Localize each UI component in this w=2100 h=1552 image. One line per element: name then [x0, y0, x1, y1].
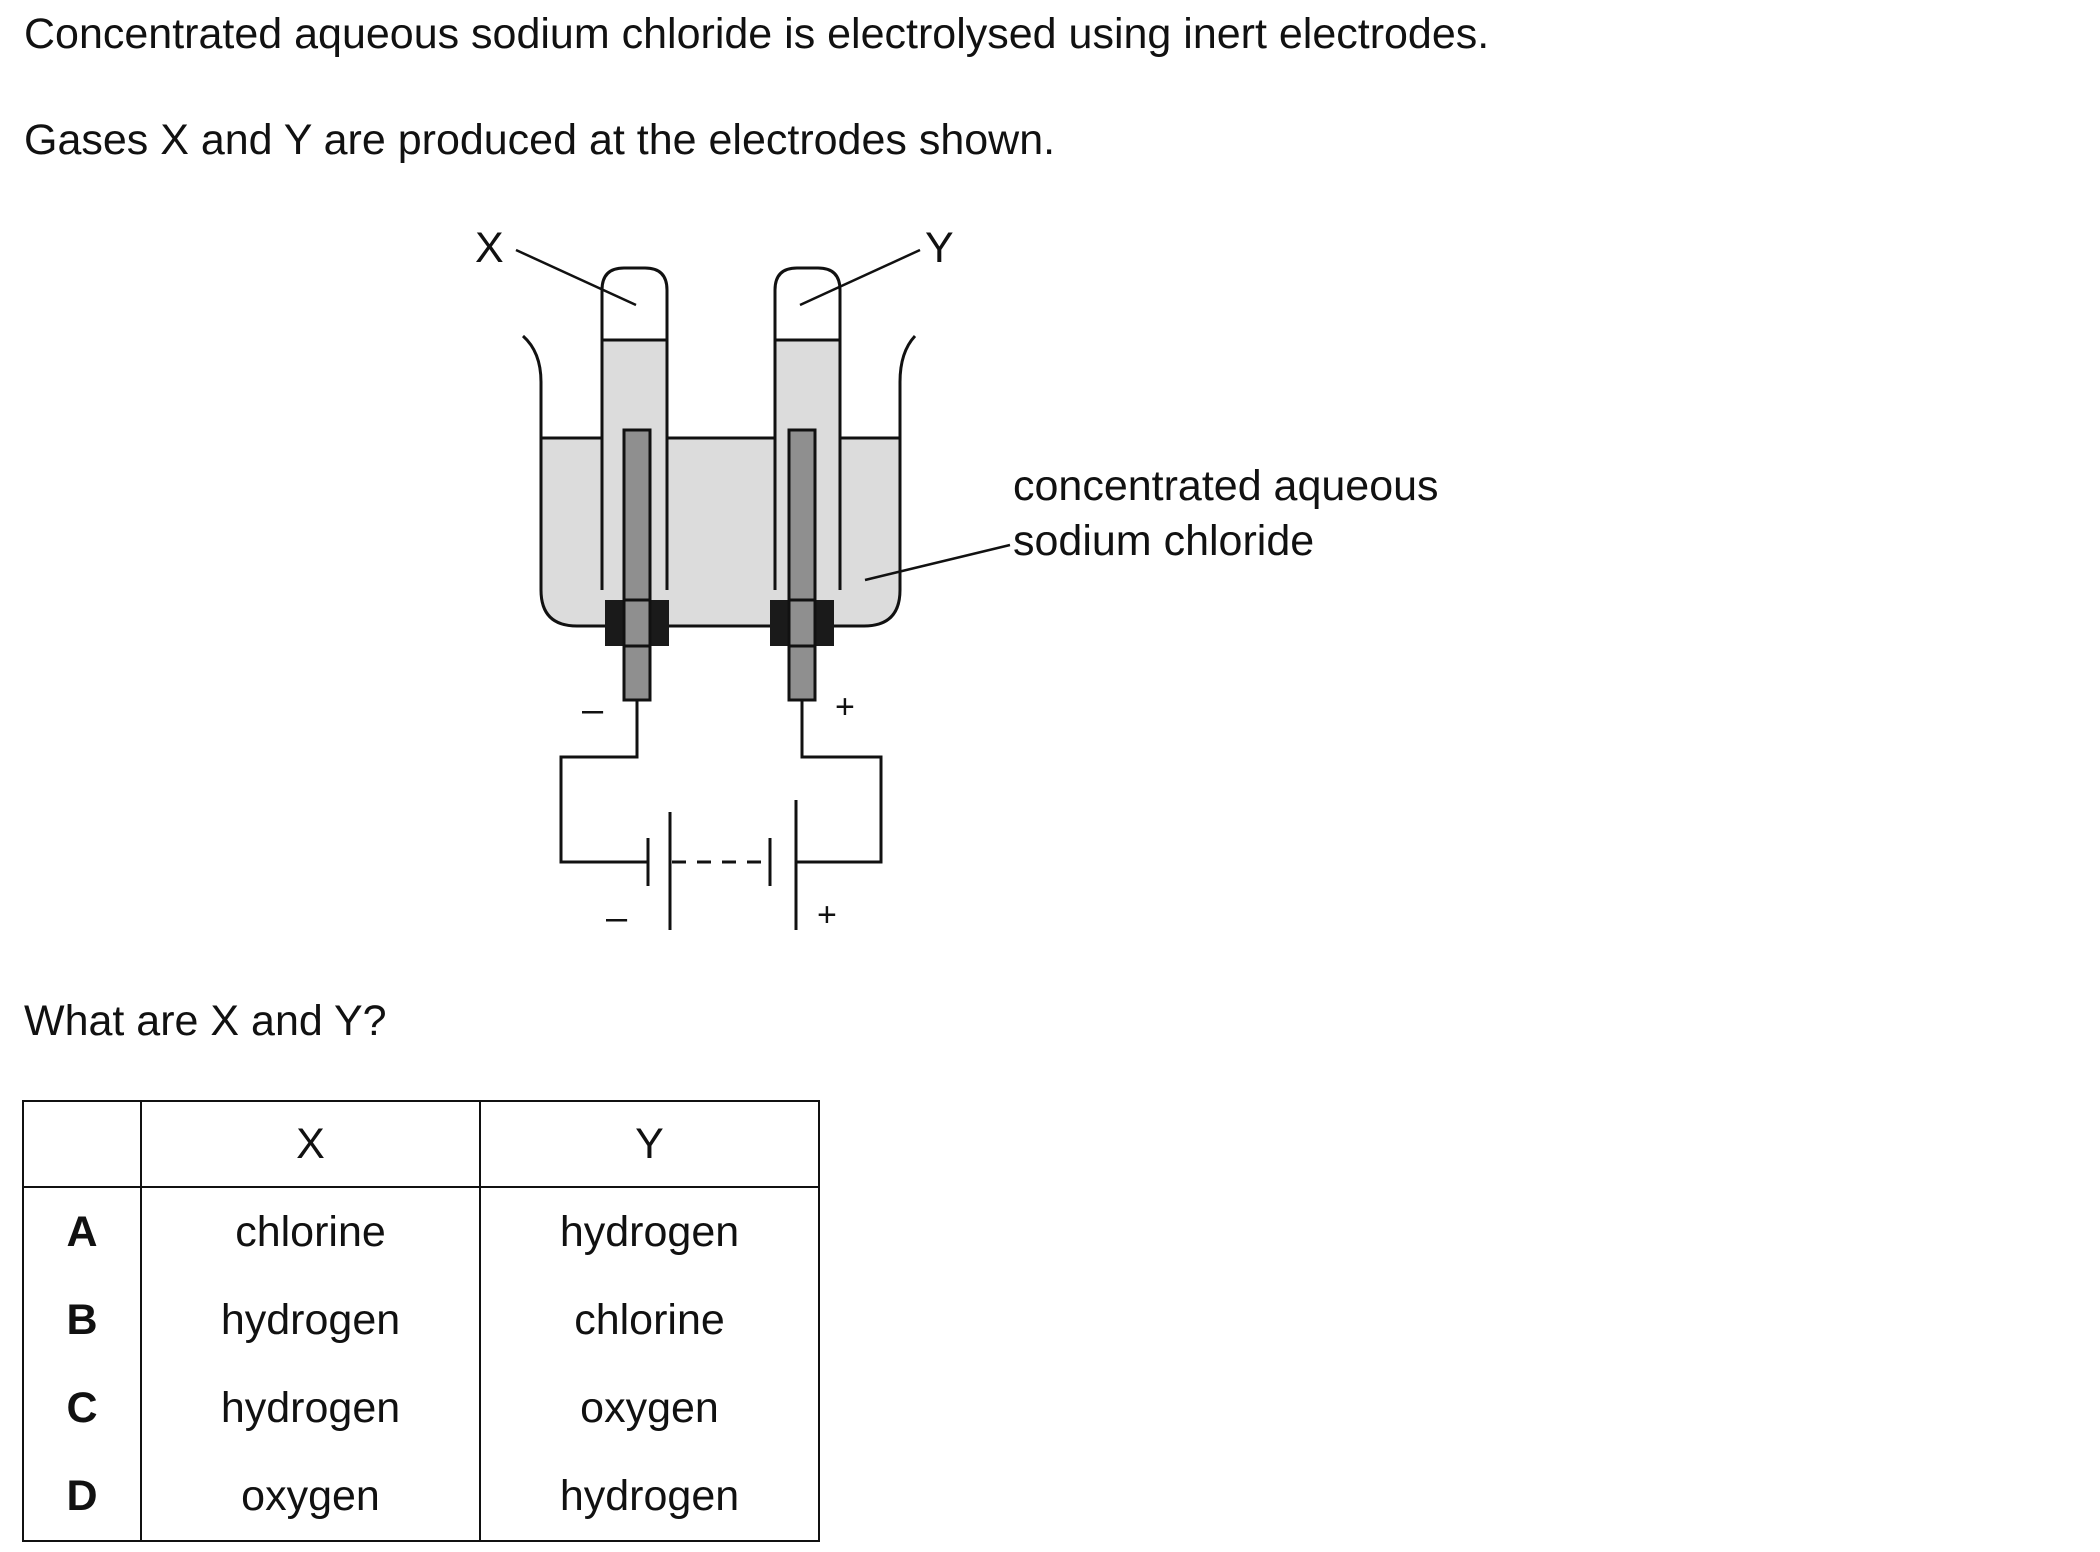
solution-label-line-2: sodium chloride [1013, 517, 1314, 565]
electrolysis-diagram: X Y concentrated aqueous sodium chloride… [475, 224, 1439, 939]
electrode-right-sign: + [835, 688, 855, 726]
question-stem-line-1: Concentrated aqueous sodium chloride is … [24, 10, 1490, 58]
label-x: X [475, 224, 504, 272]
header-y: Y [479, 1101, 820, 1188]
option-letter: C [22, 1364, 142, 1452]
leader-solution [864, 543, 1011, 582]
answer-options-table: X Y A chlorine hydrogen B hydrogen chlor… [22, 1100, 820, 1542]
option-row-b[interactable]: B hydrogen chlorine [22, 1276, 820, 1364]
question-prompt: What are X and Y? [24, 997, 387, 1045]
electrode-right [787, 428, 817, 702]
circuit-wire [559, 700, 883, 864]
label-y: Y [925, 224, 954, 272]
option-y-value: oxygen [479, 1364, 820, 1452]
option-x-value: hydrogen [140, 1364, 481, 1452]
question-stem-line-2: Gases X and Y are produced at the electr… [24, 116, 1056, 164]
test-tube-right-liquid [775, 340, 840, 440]
option-letter: D [22, 1452, 142, 1541]
electrolyte-solution [541, 350, 900, 626]
table-header-row: X Y [22, 1101, 820, 1188]
header-blank [22, 1101, 142, 1188]
test-tube-left [600, 266, 669, 590]
option-y-value: chlorine [479, 1276, 820, 1364]
option-x-value: oxygen [140, 1452, 481, 1541]
battery [646, 800, 798, 930]
option-row-c[interactable]: C hydrogen oxygen [22, 1364, 820, 1452]
leader-x [515, 248, 637, 307]
option-letter: A [22, 1187, 142, 1276]
option-letter: B [22, 1276, 142, 1364]
test-tube-right [773, 266, 842, 590]
beaker [521, 334, 917, 628]
option-y-value: hydrogen [479, 1187, 820, 1276]
option-row-d[interactable]: D oxygen hydrogen [22, 1452, 820, 1541]
option-x-value: hydrogen [140, 1276, 481, 1364]
electrode-left [622, 428, 652, 702]
leader-y [799, 248, 921, 307]
option-row-a[interactable]: A chlorine hydrogen [22, 1187, 820, 1276]
solution-label-line-1: concentrated aqueous [1013, 462, 1439, 510]
battery-negative-sign: – [606, 897, 628, 939]
option-x-value: chlorine [140, 1187, 481, 1276]
electrode-left-sign: – [582, 689, 604, 731]
battery-positive-sign: + [817, 896, 837, 934]
test-tube-left-liquid [602, 340, 667, 440]
option-y-value: hydrogen [479, 1452, 820, 1541]
header-x: X [140, 1101, 481, 1188]
